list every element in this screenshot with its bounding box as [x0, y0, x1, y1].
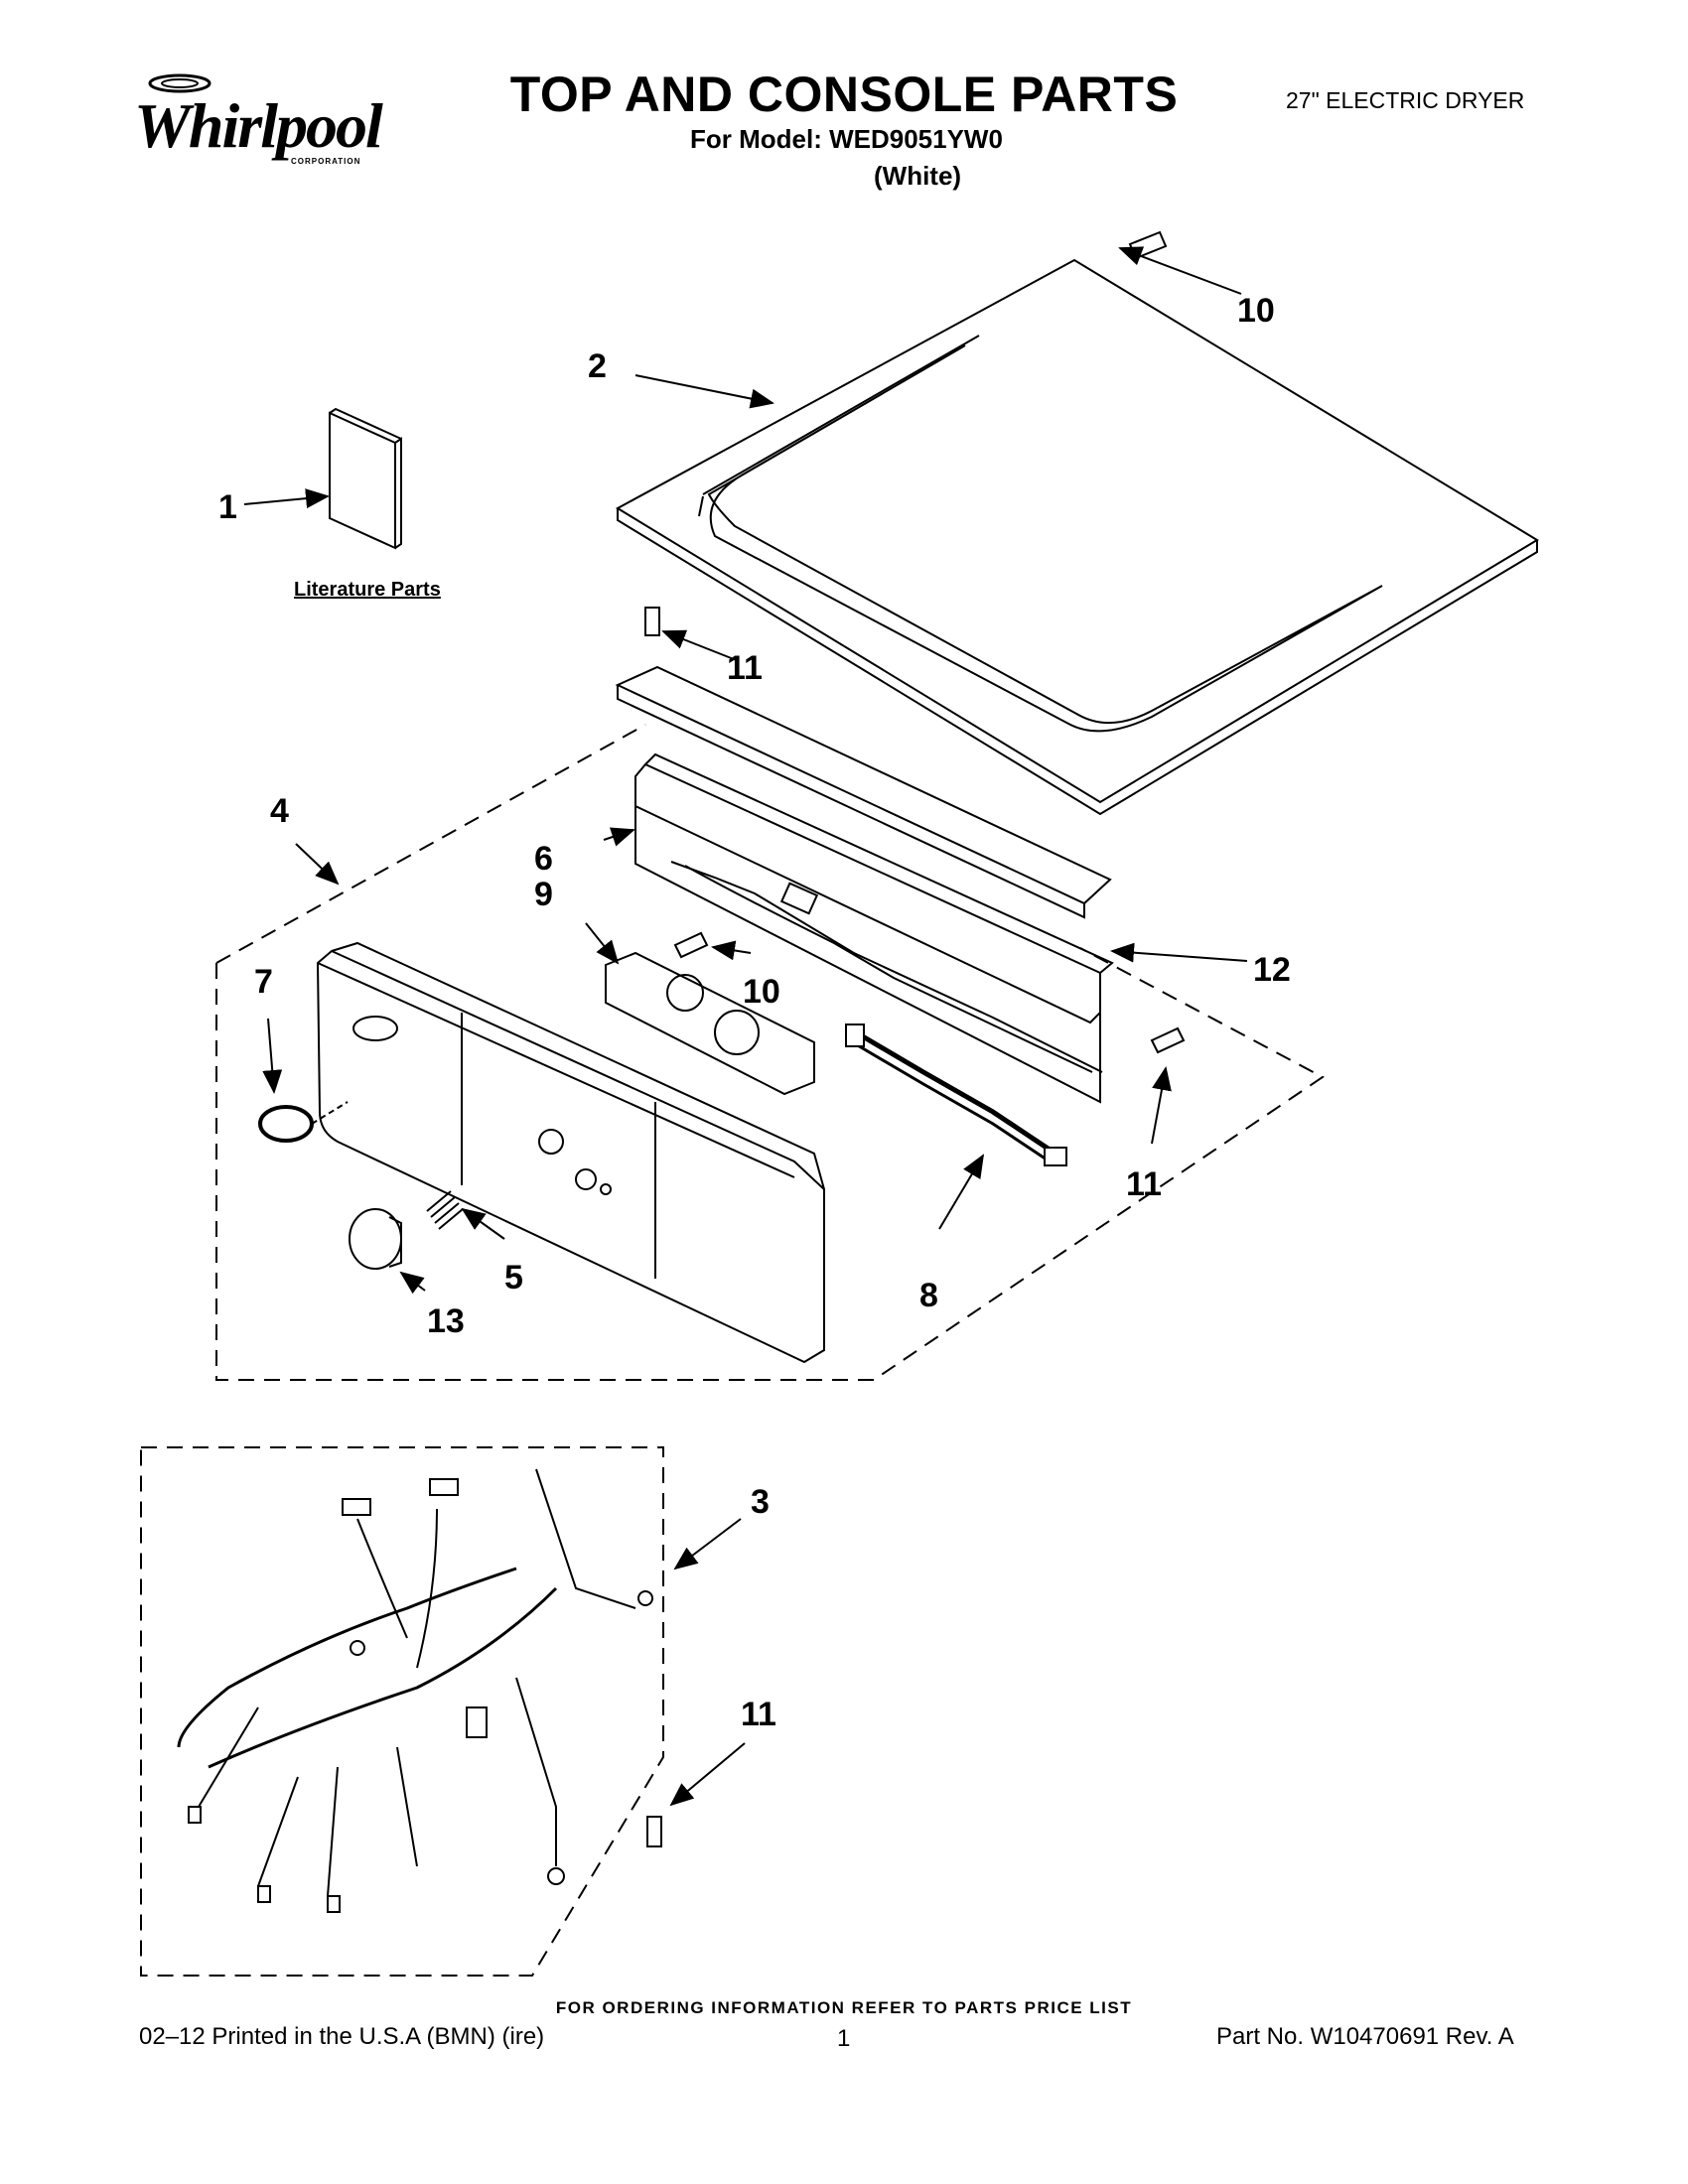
screw-icon [646, 1816, 662, 1847]
callout-11-frame: 11 [1126, 1165, 1162, 1203]
callout-4: 4 [270, 792, 289, 830]
knob [349, 1208, 402, 1270]
console-rail [615, 665, 1112, 919]
console-panel [316, 941, 825, 1364]
color-line: (White) [874, 161, 962, 191]
product-type: 27" ELECTRIC DRYER [1286, 87, 1525, 113]
main-harness-outline [140, 1446, 664, 1977]
screw-icon [673, 931, 709, 959]
callout-8: 8 [919, 1277, 938, 1314]
page-title: TOP AND CONSOLE PARTS [509, 67, 1179, 122]
page-number: 1 [837, 2025, 851, 2052]
callout-6: 6 [534, 840, 553, 878]
callout-5: 5 [504, 1259, 523, 1297]
console-wire-harness [845, 1024, 1067, 1166]
whirlpool-swirl-icon [148, 73, 211, 93]
console-frame [634, 752, 1114, 1104]
callout-1: 1 [218, 488, 237, 526]
callout-2: 2 [588, 347, 607, 385]
literature-parts-label: Literature Parts [294, 579, 441, 601]
callout-3: 3 [751, 1483, 770, 1521]
ordering-info: FOR ORDERING INFORMATION REFER TO PARTS … [555, 1998, 1133, 2017]
callout-9: 9 [534, 876, 553, 913]
callout-11-rail: 11 [727, 649, 763, 687]
control-board [605, 951, 815, 1096]
logo-corporation: CORPORATION [291, 157, 361, 166]
literature-booklet [329, 407, 402, 550]
console-assembly-outline [215, 724, 1325, 1381]
callout-10-top: 10 [1237, 292, 1275, 330]
screw-icon [644, 607, 660, 636]
part-number: Part No. W10470691 Rev. A [1216, 2023, 1514, 2050]
callout-12: 12 [1253, 951, 1291, 989]
whirlpool-logo: Whirlpool CORPORATION [134, 69, 402, 179]
model-line: For Model: WED9051YW0 [690, 124, 1003, 154]
callout-10-board: 10 [743, 973, 780, 1011]
main-wire-harness [177, 1468, 653, 1913]
callout-7: 7 [254, 963, 273, 1001]
knob-spring [426, 1190, 464, 1230]
top-panel [615, 258, 1539, 816]
callout-11-harness: 11 [741, 1696, 776, 1733]
logo-wordmark: Whirlpool [134, 90, 383, 161]
callout-arrows [243, 246, 1248, 1807]
print-line: 02–12 Printed in the U.S.A (BMN) (ire) [139, 2023, 545, 2050]
screw-icon [1150, 1026, 1186, 1054]
callout-13: 13 [427, 1302, 465, 1340]
grommet-ring [258, 1105, 314, 1143]
